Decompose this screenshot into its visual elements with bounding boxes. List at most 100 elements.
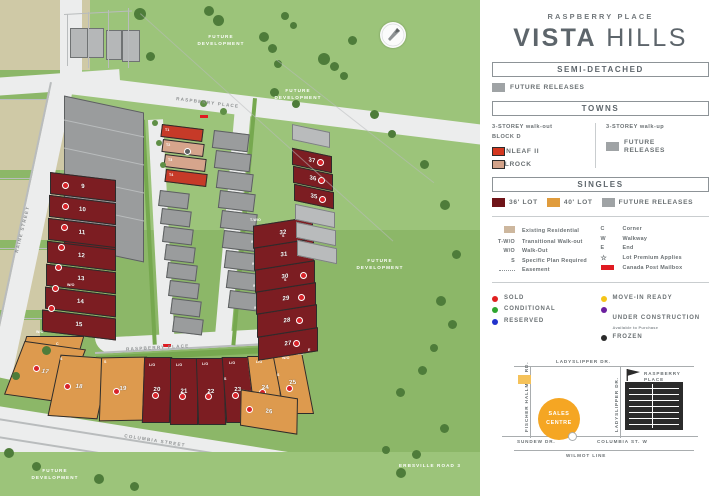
legend-semi-future-releases: FUTURE RELEASES (492, 83, 709, 92)
legend-panel: RASPBERRY PLACE VISTA HILLS SEMI-DETACHE… (480, 0, 721, 496)
tree-34 (12, 372, 20, 380)
status-sold: SOLD (492, 295, 601, 302)
lot-29-number: 29 (282, 294, 290, 303)
keymap-site-band-1 (629, 388, 679, 390)
abbr-corner: C Corner (601, 226, 710, 232)
abbr-text-wo: Walk-Out (522, 248, 548, 255)
existing-building-2 (88, 28, 104, 58)
towns-right-title-1: 3-STOREY walk-up (606, 124, 665, 130)
lot-29-status-dot (298, 294, 305, 301)
keymap-sales-line1: SALES (548, 411, 570, 418)
abbr-key-w: W (600, 235, 606, 242)
lot-13-tag-wo: W/O (67, 283, 75, 287)
tree-21 (448, 320, 457, 329)
tree-18 (440, 200, 450, 210)
abbreviations-right: C Corner W Walkway E End ☆ Lot Premium A… (600, 223, 710, 273)
abbr-text-existing: Existing Residential (522, 227, 580, 234)
keymap-site-line2: PLACE (644, 377, 665, 383)
status-dot-frozen (600, 335, 607, 342)
tree-3 (213, 15, 224, 26)
tree-23 (418, 366, 427, 375)
lot-13-number: 13 (77, 275, 85, 283)
keymap-label-columbia: COLUMBIA ST. W (597, 439, 648, 444)
lot-25-status-dot (286, 385, 293, 392)
swatch-40-lot (546, 198, 560, 207)
lot-30-tag-s: S (284, 278, 287, 282)
lot-30-status-dot (300, 272, 307, 279)
keymap-site-label: RASPBERRY PLACE (644, 371, 681, 384)
abbr-text-two: Transitional Walk-out (522, 238, 583, 245)
lot-17-tag-c: C (56, 342, 59, 346)
abbr-key-wo: W/O (503, 248, 515, 255)
swatch-twinleaf (492, 147, 505, 156)
swatch-existing-residential (504, 226, 515, 234)
lot-37-status-dot (317, 159, 324, 166)
keymap-sales-line2: CENTRE (546, 420, 572, 426)
lot-20-status-dot (152, 392, 159, 399)
lot-22-tag-lo: L/O (202, 362, 209, 366)
swatch-hillrock (492, 160, 505, 169)
tree-2 (204, 6, 214, 16)
abbr-text-w: Walkway (622, 235, 648, 242)
lot-21-status-dot (179, 393, 186, 400)
tree-6 (274, 60, 282, 68)
tree-5 (268, 44, 277, 53)
swatch-36-lot (492, 198, 505, 207)
swatch-towns-future-releases (606, 142, 619, 152)
status-move-in-ready: MOVE-IN READY (600, 295, 710, 302)
status-label-sold: SOLD (504, 294, 525, 301)
brand-eyebrow: RASPBERRY PLACE (547, 12, 654, 21)
abbr-key-s: S (511, 257, 515, 264)
site-map[interactable]: T1 T2 T3 T4 9 10 11 (0, 0, 480, 496)
status-label-conditional: CONDITIONAL (504, 306, 556, 313)
abbr-key-star: ☆ (601, 255, 623, 262)
swatch-semi-future-releases (492, 83, 505, 92)
status-label-frozen: FROZEN (612, 334, 643, 341)
status-under-construction-text: UNDER CONSTRUCTION Available to Purchase (613, 306, 701, 330)
keymap-site-band-5 (629, 412, 679, 414)
star-icon: ☆ (600, 254, 607, 262)
lot-19[interactable]: 19 (98, 356, 148, 422)
existing-parcel-line-3 (108, 10, 110, 68)
lot-21[interactable]: 21 (170, 358, 198, 425)
tree-36 (152, 120, 158, 126)
tree-4 (259, 32, 269, 42)
abbr-existing-residential: Existing Residential (492, 226, 601, 235)
keymap-site-line1: RASPBERRY (644, 371, 681, 376)
lot-14-number: 14 (76, 298, 85, 306)
status-conditional: CONDITIONAL (492, 306, 601, 314)
legend-label-twinleaf: TWINLEAF II (492, 148, 540, 155)
abbr-key-existing (492, 226, 522, 235)
keymap-road-bottom (502, 436, 698, 438)
legend-twinleaf: TWINLEAF II (492, 147, 589, 156)
lot-37-number: 37 (308, 156, 316, 165)
lot-35-status-dot (319, 196, 326, 203)
lot-12-status-dot (58, 244, 65, 251)
lot-23-status-dot (232, 392, 239, 399)
lot-23-tag-lo: L/O (229, 361, 236, 365)
townhouse-tag-1: T1 (165, 128, 170, 132)
legend-40-lot: 40' LOT (546, 198, 593, 207)
lot-20-tag-lo: L/O (149, 363, 156, 367)
key-map[interactable]: LADYSLIPPER DR. FISCHER HALLMAN RD. LADY… (492, 348, 709, 458)
brand-title-bold: VISTA (513, 24, 597, 52)
lot-36-number: 36 (309, 174, 317, 183)
legend-label-singles-future-releases: FUTURE RELEASES (618, 199, 694, 206)
canada-post-mailbox-2 (163, 344, 171, 347)
keymap-label-ladyslipper-top: LADYSLIPPER DR. (556, 359, 611, 364)
keymap-label-ladyslipper-right: LADYSLIPPER DR. (614, 377, 619, 432)
tree-8 (290, 22, 297, 29)
lot-16-tag-wo: W/O (36, 330, 44, 334)
lot-27-number: 27 (284, 340, 292, 348)
lot-20[interactable]: 20 (141, 357, 173, 423)
lot-31-number: 31 (280, 250, 288, 259)
legend-label-36-lot: 36' LOT (509, 199, 538, 206)
status-dot-reserved (492, 318, 498, 325)
legend-label-hillrock: HILLROCK (492, 161, 532, 168)
lot-11-status-dot (61, 224, 68, 231)
lot-9-number: 9 (81, 183, 85, 191)
lot-27-tag-e: E (308, 348, 311, 352)
